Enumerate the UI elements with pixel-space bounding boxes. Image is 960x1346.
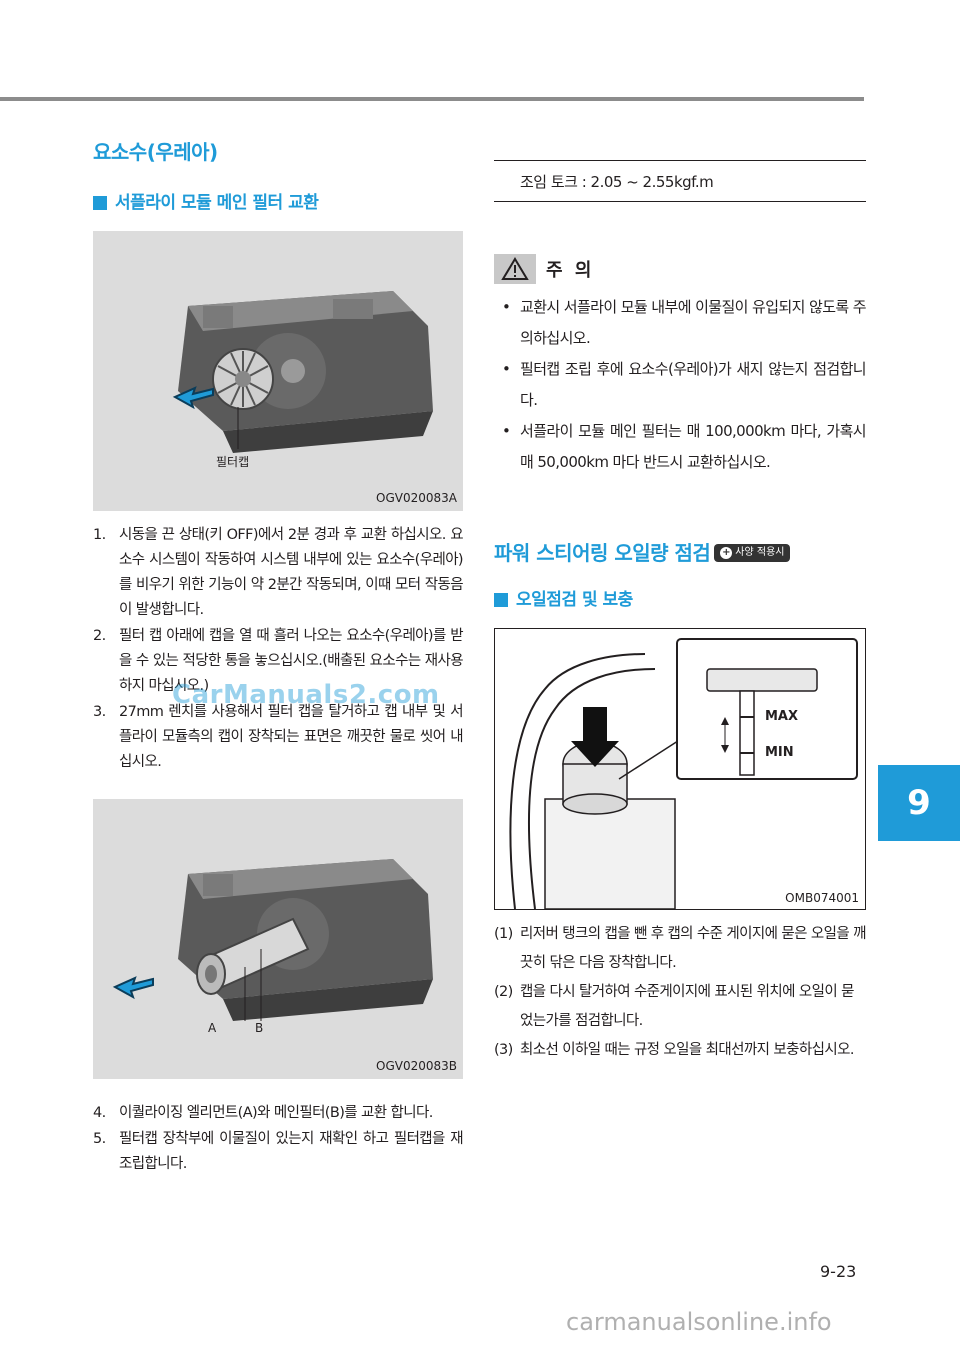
step-number: 1. [93, 527, 106, 543]
top-rule [0, 97, 864, 101]
square-bullet-icon [494, 593, 508, 607]
section-title-text: 파워 스티어링 오일량 점검 [494, 541, 711, 565]
oil-reservoir-illustration [509, 638, 858, 909]
caution-title: 주 의 [546, 260, 595, 281]
warning-triangle-icon [494, 254, 536, 284]
list-item: 3. 27mm 렌치를 사용해서 필터 캡을 탈거하고 캡 내부 및 서플라이 모… [93, 700, 464, 775]
bullet-dot-icon: • [502, 360, 511, 378]
step-number: 2. [93, 628, 106, 644]
list-item: (3) 최소선 이하일 때는 규정 오일을 최대선까지 보충하십시오. [494, 1036, 866, 1065]
step-text: 필터캡 장착부에 이물질이 있는지 재확인 하고 필터캡을 재조립합니다. [119, 1131, 464, 1172]
right-column: 조임 토크 : 2.05 ~ 2.55kgf.m 주 의 • 교환시 서플라이 모… [494, 160, 867, 1065]
step-text: 27mm 렌치를 사용해서 필터 캡을 탈거하고 캡 내부 및 서플라이 모듈측… [119, 704, 464, 770]
step-text: 시동을 끈 상태(키 OFF)에서 2분 경과 후 교환 하십시오. 요소수 시… [119, 527, 464, 618]
step-number: 5. [93, 1131, 106, 1147]
list-item: • 서플라이 모듈 메인 필터는 매 100,000km 마다, 가혹시 매 50… [494, 416, 867, 478]
filter-elements-illustration [112, 859, 433, 1021]
bullet-dot-icon: • [502, 422, 511, 440]
supply-module-illustration [172, 291, 433, 453]
callout-label-b: B [255, 1021, 264, 1035]
list-item: 4. 이퀄라이징 엘리먼트(A)와 메인필터(B)를 교환 합니다. [93, 1101, 463, 1126]
chapter-tab[interactable]: 9 [878, 765, 960, 841]
caution-text: 필터캡 조립 후에 요소수(우레아)가 새지 않는지 점검합니다. [520, 360, 867, 409]
caution-text: 교환시 서플라이 모듈 내부에 이물질이 유입되지 않도록 주의하십시오. [520, 298, 867, 347]
section-title-urea: 요소수(우레아) [93, 140, 218, 164]
steps-list-2: 4. 이퀄라이징 엘리먼트(A)와 메인필터(B)를 교환 합니다. 5. 필터캡 … [93, 1101, 464, 1177]
step-number: (2) [494, 984, 513, 1000]
caution-text: 서플라이 모듈 메인 필터는 매 100,000km 마다, 가혹시 매 50,… [520, 422, 867, 471]
step-number: 3. [93, 704, 106, 720]
callout-label-a: A [208, 1021, 217, 1035]
list-item: (2) 캡을 다시 탈거하여 수준게이지에 표시된 위치에 오일이 묻었는가를 점… [494, 978, 866, 1036]
min-label: MIN [765, 745, 794, 760]
badge-label: 사양 적용시 [735, 547, 785, 558]
step-number: 4. [93, 1105, 106, 1121]
step-number: (1) [494, 926, 513, 942]
list-item: 2. 필터 캡 아래에 캡을 열 때 흘러 나오는 요소수(우레아)를 받을 수 … [93, 624, 464, 699]
subsection-title-text: 오일점검 및 보충 [516, 590, 633, 610]
figure-code: OGV020083B [376, 1059, 457, 1073]
figure-code: OGV020083A [376, 491, 457, 505]
list-item: 5. 필터캡 장착부에 이물질이 있는지 재확인 하고 필터캡을 재조립합니다. [93, 1127, 464, 1177]
subsection-title-oil: 오일점검 및 보충 [494, 586, 866, 614]
warning-triangle-svg [501, 257, 529, 280]
square-bullet-icon [93, 196, 107, 210]
left-column: 요소수(우레아) 서플라이 모듈 메인 필터 교환 필터캡 [93, 135, 464, 1178]
caution-list: • 교환시 서플라이 모듈 내부에 이물질이 유입되지 않도록 주의하십시오. •… [494, 292, 867, 478]
bullet-dot-icon: • [502, 298, 511, 316]
figure-code: OMB074001 [785, 891, 859, 905]
footer-watermark: carmanualsonline.info [566, 1308, 832, 1336]
step-number: (3) [494, 1042, 513, 1058]
caution-header: 주 의 [494, 254, 866, 284]
callout-filter-cap: 필터캡 [216, 455, 250, 469]
figure-oil-reservoir: MAX MIN OMB074001 [494, 628, 866, 910]
oil-steps-list: (1) 리저버 탱크의 캡을 뺀 후 캡의 수준 게이지에 묻은 오일을 깨끗히 … [494, 920, 866, 1065]
steps-list-1: 1. 시동을 끈 상태(키 OFF)에서 2분 경과 후 교환 하십시오. 요소수… [93, 523, 464, 775]
list-item: (1) 리저버 탱크의 캡을 뺀 후 캡의 수준 게이지에 묻은 오일을 깨끗히 … [494, 920, 866, 978]
section-title-power-steering: 파워 스티어링 오일량 점검 +사양 적용시 [494, 536, 866, 570]
list-item: 1. 시동을 끈 상태(키 OFF)에서 2분 경과 후 교환 하십시오. 요소수… [93, 523, 464, 623]
watermark: CarManuals2.com [172, 680, 440, 710]
page-number: 9-23 [820, 1262, 857, 1281]
subsection-title-text: 서플라이 모듈 메인 필터 교환 [115, 193, 319, 213]
max-label: MAX [765, 709, 799, 724]
list-item: • 필터캡 조립 후에 요소수(우레아)가 새지 않는지 점검합니다. [494, 354, 867, 416]
step-text: 캡을 다시 탈거하여 수준게이지에 표시된 위치에 오일이 묻었는가를 점검합니… [520, 984, 854, 1029]
step-text: 필터 캡 아래에 캡을 열 때 흘러 나오는 요소수(우레아)를 받을 수 있는… [119, 628, 464, 694]
figure-filter-elements: A B OGV020083B [93, 799, 463, 1079]
step-text: 최소선 이하일 때는 규정 오일을 최대선까지 보충하십시오. [520, 1042, 854, 1058]
spec-badge: +사양 적용시 [714, 544, 791, 562]
list-item: • 교환시 서플라이 모듈 내부에 이물질이 유입되지 않도록 주의하십시오. [494, 292, 867, 354]
step-text: 이퀄라이징 엘리먼트(A)와 메인필터(B)를 교환 합니다. [119, 1105, 433, 1121]
figure-supply-module-cap: 필터캡 OGV020083A [93, 231, 463, 511]
step-text: 리저버 탱크의 캡을 뺀 후 캡의 수준 게이지에 묻은 오일을 깨끗히 닦은 … [520, 926, 866, 971]
subsection-title-filter: 서플라이 모듈 메인 필터 교환 [93, 189, 463, 217]
plus-circle-icon: + [720, 547, 733, 559]
torque-spec: 조임 토크 : 2.05 ~ 2.55kgf.m [494, 160, 866, 202]
